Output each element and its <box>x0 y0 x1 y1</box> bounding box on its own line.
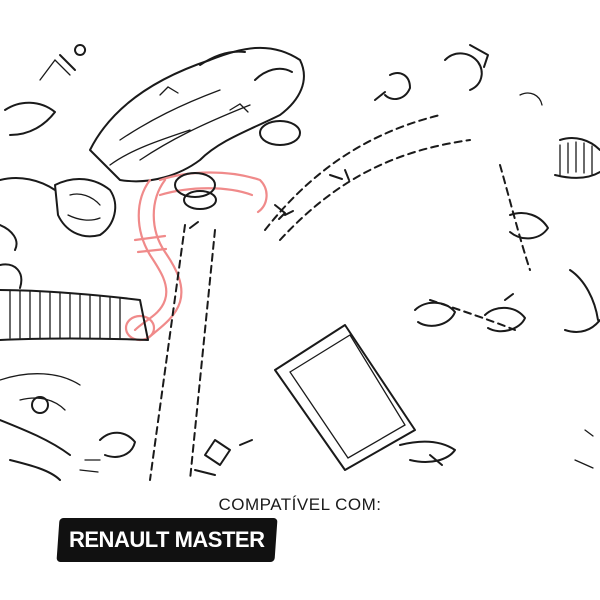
dashed-guides <box>149 114 531 481</box>
vehicle-model-banner: RENAULT MASTER <box>56 518 278 562</box>
upper-right-connectors <box>374 44 543 106</box>
engine-block <box>89 46 305 183</box>
corrugated-air-tube <box>0 263 149 341</box>
left-bracket <box>4 44 87 136</box>
intercooler <box>274 324 456 471</box>
lower-left-fittings <box>0 373 136 481</box>
middle-clamps <box>329 169 526 333</box>
lower-middle-fittings <box>194 429 594 476</box>
right-bellows-hose <box>509 137 600 333</box>
turbo-assembly <box>0 177 117 251</box>
compatibility-label: COMPATÍVEL COM: <box>218 495 382 514</box>
hose-clamps <box>174 120 301 229</box>
vehicle-model-text: RENAULT MASTER <box>69 527 265 552</box>
highlighted-intake-hose <box>124 171 268 342</box>
